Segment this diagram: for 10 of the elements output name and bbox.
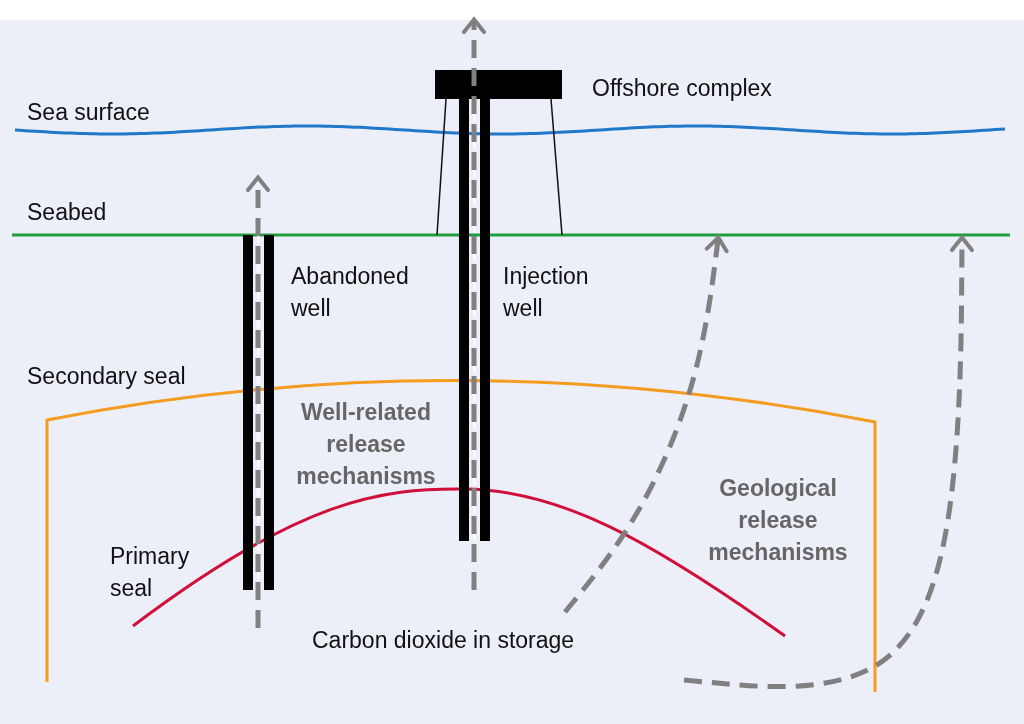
label-text: Secondary seal [27,362,187,391]
annotation-text: Geological release mechanisms [707,474,849,567]
label-text: Carbon dioxide in storage [312,626,576,655]
label-text: Offshore complex [592,74,773,103]
label-text: Sea surface [27,98,151,127]
label-text: Injection well [503,262,590,323]
label-text: Abandoned well [291,262,410,323]
label-text: Seabed [27,198,108,227]
label-text: Primary seal [110,542,191,603]
annotation-text: Well-related release mechanisms [295,398,437,491]
